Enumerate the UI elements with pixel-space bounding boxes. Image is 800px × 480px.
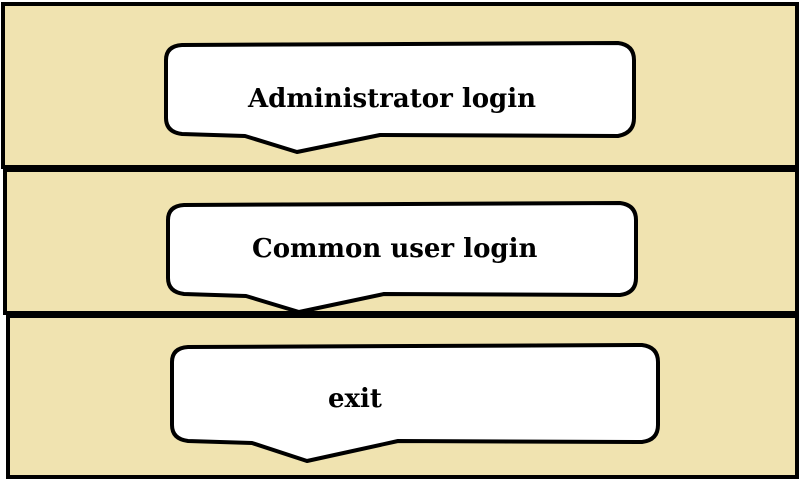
administrator-login-label: Administrator login [248, 84, 536, 114]
administrator-login-button[interactable] [164, 41, 636, 154]
common-user-login-button[interactable] [166, 201, 638, 314]
exit-label: exit [328, 384, 382, 414]
exit-button[interactable] [170, 343, 660, 463]
common-user-login-label: Common user login [252, 234, 538, 264]
